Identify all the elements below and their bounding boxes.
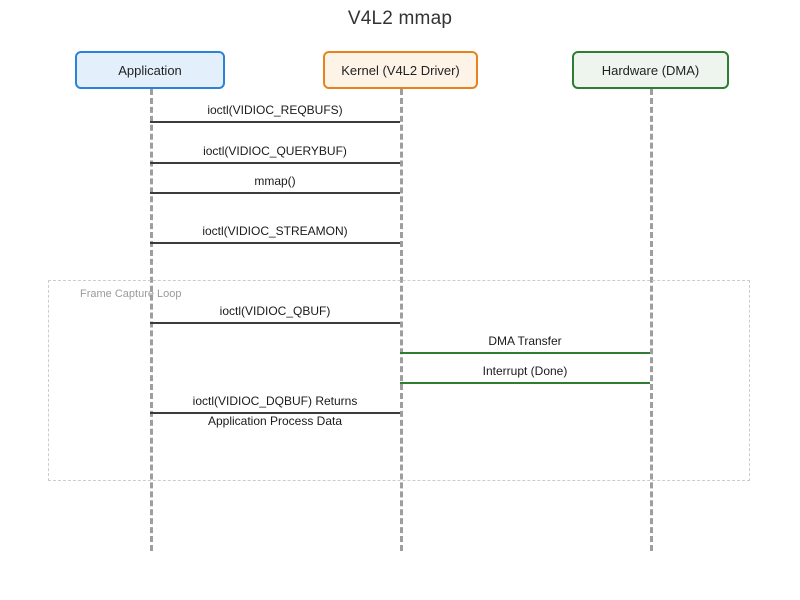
lifeline-kernel [400,89,403,551]
message-arrow-dma-transfer[interactable] [400,352,650,354]
message-label-qbuf: ioctl(VIDIOC_QBUF) [219,304,331,318]
message-arrow-reqbufs[interactable] [150,121,400,123]
participant-hardware[interactable]: Hardware (DMA) [572,51,729,89]
message-label-querybuf: ioctl(VIDIOC_QUERYBUF) [203,144,347,158]
message-label-interrupt-done: Interrupt (Done) [482,364,568,378]
participant-kernel[interactable]: Kernel (V4L2 Driver) [323,51,478,89]
lifeline-hardware [650,89,653,551]
lifeline-application [150,89,153,551]
participant-application[interactable]: Application [75,51,225,89]
message-label-dma-transfer: DMA Transfer [488,334,562,348]
message-label-mmap: mmap() [254,174,296,188]
participant-application-label: Application [118,62,182,78]
participant-kernel-label: Kernel (V4L2 Driver) [341,62,460,78]
frame-capture-loop-label: Frame Capture Loop [80,288,182,300]
note-application-process-data: Application Process Data [207,414,343,428]
message-arrow-interrupt-done[interactable] [400,382,650,384]
message-arrow-querybuf[interactable] [150,162,400,164]
message-arrow-qbuf[interactable] [150,322,400,324]
message-label-streamon: ioctl(VIDIOC_STREAMON) [202,224,348,238]
frame-capture-loop-box [48,280,750,481]
diagram-title: V4L2 mmap [347,8,453,29]
message-arrow-streamon[interactable] [150,242,400,244]
message-label-dqbuf-returns: ioctl(VIDIOC_DQBUF) Returns [192,394,358,408]
message-arrow-dqbuf-returns[interactable] [150,412,400,414]
participant-hardware-label: Hardware (DMA) [601,62,700,78]
message-label-reqbufs: ioctl(VIDIOC_REQBUFS) [207,103,343,117]
message-arrow-mmap[interactable] [150,192,400,194]
